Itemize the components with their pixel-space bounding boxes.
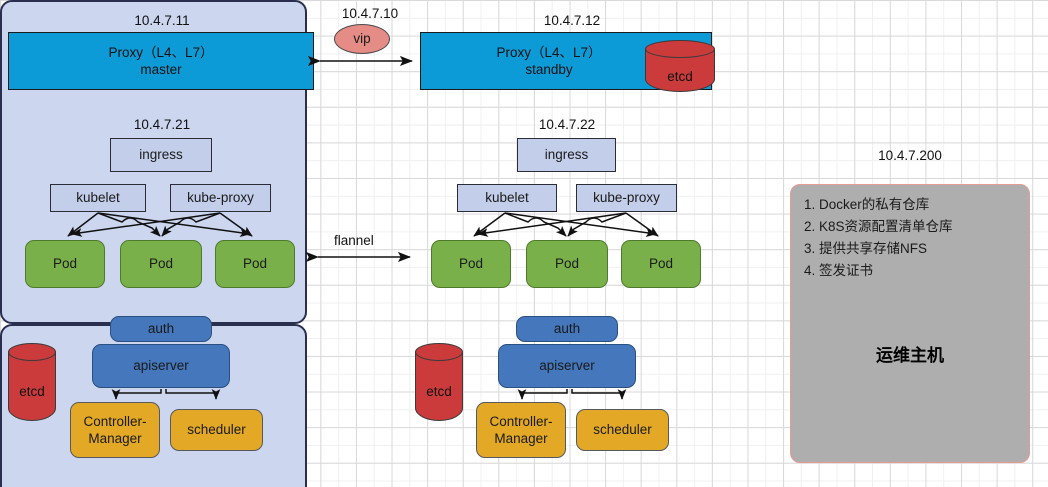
node-1-pod-3[interactable]: Pod	[215, 240, 295, 288]
proxy-etcd-label: etcd	[667, 68, 693, 84]
node-1-scheduler-box[interactable]: scheduler	[170, 409, 263, 451]
node-2-pod-1-label: Pod	[458, 256, 484, 272]
node-1-ingress-label: ingress	[139, 147, 183, 163]
ops-host-item-3: 3. 提供共享存储NFS	[804, 240, 928, 256]
node-1-apiserver-box[interactable]: apiserver	[92, 344, 230, 388]
ops-host-panel: 1. Docker的私有仓库 2. K8S资源配置清单仓库 3. 提供共享存储N…	[790, 184, 1030, 463]
node-2-kubelet-to-pod2	[504, 212, 567, 237]
node-2-pod-3[interactable]: Pod	[621, 240, 701, 288]
node-1-controller-manager-box[interactable]: Controller- Manager	[70, 402, 160, 458]
ops-host-item-list: 1. Docker的私有仓库 2. K8S资源配置清单仓库 3. 提供共享存储N…	[804, 194, 953, 281]
node-1-auth-label: auth	[147, 321, 175, 337]
node-1-apiserver-label: apiserver	[133, 358, 189, 374]
node-2-pod-2-label: Pod	[554, 256, 580, 272]
node-2-ip-label: 10.4.7.22	[538, 117, 596, 132]
ops-host-item-2: 2. K8S资源配置清单仓库	[804, 218, 953, 234]
node-2-etcd-top	[415, 343, 463, 361]
proxy-standby-text: Proxy（L4、L7） standby	[496, 44, 601, 79]
node-2-cm-line1: Controller-	[489, 413, 553, 429]
node-1-kube-proxy-box[interactable]: kube-proxy	[170, 184, 271, 212]
node-1-etcd-body	[8, 352, 56, 421]
node-2-cm-line2: Manager	[494, 431, 548, 446]
proxy-master-ip-label: 10.4.7.11	[134, 13, 190, 28]
ops-host-title: 运维主机	[876, 346, 944, 365]
node-2-apiserver-to-scheduler	[571, 389, 627, 400]
node-2-kubelet-box[interactable]: kubelet	[457, 184, 557, 212]
node-1-kube-proxy-label: kube-proxy	[187, 190, 254, 206]
node-1-pod-1-label: Pod	[52, 256, 78, 272]
flannel-label: flannel	[334, 233, 374, 248]
node-1-pod-1[interactable]: Pod	[25, 240, 105, 288]
proxy-etcd-cylinder: etcd	[645, 40, 715, 92]
node-2-auth-box[interactable]: auth	[516, 316, 618, 342]
node-2-controller-manager-box[interactable]: Controller- Manager	[476, 402, 566, 458]
vip-ip-label: 10.4.7.10	[341, 6, 399, 21]
proxy-standby-line1: Proxy（L4、L7）	[496, 44, 602, 60]
node-1-etcd-cylinder: etcd	[8, 343, 56, 421]
node-2-kube-proxy-label: kube-proxy	[593, 190, 660, 206]
node-2-kube-proxy-box[interactable]: kube-proxy	[576, 184, 677, 212]
node-2-scheduler-label: scheduler	[593, 422, 652, 438]
node-2-kubelet-to-pod1	[473, 212, 506, 237]
node-2-apiserver-box[interactable]: apiserver	[498, 344, 636, 388]
proxy-standby-ip-label: 10.4.7.12	[543, 13, 601, 28]
node-1-pod-2[interactable]: Pod	[120, 240, 202, 288]
node-2-apiserver-label: apiserver	[539, 358, 595, 374]
node-2-scheduler-box[interactable]: scheduler	[576, 409, 669, 451]
node-1-cm-line1: Controller-	[83, 413, 147, 429]
ops-host-ip-label: 10.4.7.200	[878, 148, 942, 163]
ops-host-item-4: 4. 签发证书	[804, 262, 874, 278]
node-1-kubelet-label: kubelet	[76, 190, 120, 206]
node-2-auth-label: auth	[553, 321, 581, 337]
node-1-cm-line2: Manager	[88, 431, 142, 446]
node-1-kubelet-box[interactable]: kubelet	[50, 184, 146, 212]
node-2-pod-2[interactable]: Pod	[526, 240, 608, 288]
node-1-pod-2-label: Pod	[148, 256, 174, 272]
node-2-apiserver-to-controller-manager	[517, 389, 568, 400]
node-2-etcd-body	[415, 352, 463, 421]
node-1-scheduler-label: scheduler	[187, 422, 246, 438]
node-2-kubeproxy-to-pod2	[567, 212, 627, 237]
node-2-ingress-box[interactable]: ingress	[517, 138, 616, 172]
node-2-etcd-cylinder: etcd	[415, 343, 463, 421]
node-1-auth-box[interactable]: auth	[110, 316, 212, 342]
node-1-pod-3-label: Pod	[242, 256, 268, 272]
proxy-master-line2: master	[140, 62, 182, 77]
node-2-kubelet-to-pod3	[504, 212, 657, 237]
ops-host-item-1: 1. Docker的私有仓库	[804, 197, 930, 212]
node-2-kubelet-label: kubelet	[485, 190, 529, 206]
proxy-master-line1: Proxy（L4、L7）	[108, 44, 214, 60]
node-2-pod-1[interactable]: Pod	[431, 240, 511, 288]
node-1-ingress-box[interactable]: ingress	[110, 138, 212, 172]
node-2-etcd-label: etcd	[426, 383, 452, 399]
node-1-etcd-top	[8, 343, 56, 361]
node-2-kubeproxy-to-pod3	[625, 212, 659, 237]
node-1-etcd-label: etcd	[19, 383, 45, 399]
proxy-master-box[interactable]: Proxy（L4、L7） master	[8, 32, 314, 90]
vip-label: vip	[353, 31, 371, 47]
node-2-controller-manager-text: Controller- Manager	[489, 413, 552, 448]
node-2-pod-3-label: Pod	[648, 256, 674, 272]
vip-ellipse[interactable]: vip	[334, 24, 390, 54]
proxy-etcd-top	[645, 40, 715, 58]
node-2-ingress-label: ingress	[544, 147, 589, 163]
proxy-standby-line2: standby	[525, 62, 573, 77]
node-2-kubeproxy-to-pod1	[477, 212, 627, 237]
node-1-ip-label: 10.4.7.21	[133, 117, 191, 132]
proxy-master-text: Proxy（L4、L7） master	[108, 44, 213, 79]
node-1-controller-manager-text: Controller- Manager	[83, 413, 146, 448]
